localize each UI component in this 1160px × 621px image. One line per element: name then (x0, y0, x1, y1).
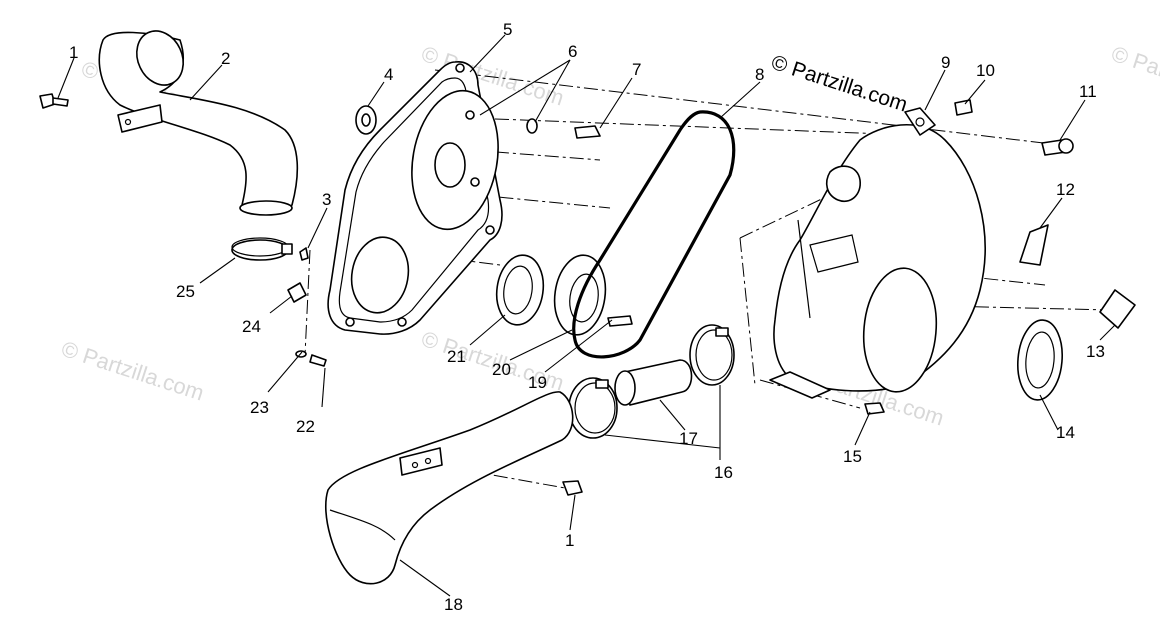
callout-2: 2 (221, 49, 230, 68)
upper-duct (98, 30, 299, 216)
flange-20 (553, 254, 633, 336)
callout-18: 18 (444, 595, 463, 614)
callout-11: 11 (1079, 82, 1097, 101)
callout-14: 14 (1056, 423, 1075, 442)
callout-4: 4 (384, 65, 393, 84)
clamp-16b (568, 377, 618, 439)
decal-12 (1019, 224, 1049, 266)
belt-8 (572, 110, 736, 359)
washer-4 (355, 105, 377, 135)
callout-22: 22 (296, 417, 315, 436)
callout-15: 15 (843, 447, 862, 466)
callout-9: 9 (941, 53, 950, 72)
washer-6 (526, 118, 538, 134)
callout-25: 25 (176, 282, 195, 301)
bolt-1 (39, 93, 69, 109)
callout-3: 3 (322, 190, 331, 209)
outer-cover (769, 107, 986, 399)
callout-13: 13 (1086, 342, 1105, 361)
callout-17: 17 (679, 429, 698, 448)
watermark: © Partzilla.com (1108, 41, 1160, 111)
lower-duct-18 (324, 391, 574, 585)
callout-10: 10 (976, 61, 995, 80)
bolt-1-lower (562, 480, 583, 496)
clamp-16a (689, 324, 735, 386)
decal-10 (954, 99, 973, 116)
bolt-7 (574, 125, 601, 139)
callout-20: 20 (492, 360, 511, 379)
bolt-15 (864, 402, 885, 415)
callout-16: 16 (714, 463, 733, 482)
leader-lines (57, 34, 1116, 597)
copyright-text: © Partzilla.com (768, 51, 910, 117)
callouts: 1 2 3 4 5 6 7 8 9 10 11 12 13 14 15 16 1… (69, 20, 1105, 614)
disc-14 (1017, 319, 1063, 401)
bolt-11 (1041, 138, 1074, 156)
callout-24: 24 (242, 317, 261, 336)
callout-21: 21 (447, 347, 466, 366)
callout-12: 12 (1056, 180, 1075, 199)
watermarks: © Partzilla.com © Partzilla.com © Partzi… (58, 41, 1160, 431)
callout-1: 1 (69, 43, 78, 62)
callout-6: 6 (568, 42, 577, 61)
watermark: © Partzilla.com (58, 336, 207, 406)
callout-8: 8 (755, 65, 764, 84)
callout-19: 19 (528, 373, 547, 392)
sleeve-17 (614, 359, 693, 406)
callout-5: 5 (503, 20, 512, 39)
callout-23: 23 (250, 398, 269, 417)
seal-21 (495, 254, 545, 326)
hose-clamp-25 (231, 237, 293, 261)
callout-1-lower: 1 (565, 531, 574, 550)
callout-7: 7 (632, 60, 641, 79)
decal-13 (1099, 289, 1136, 329)
inner-cover-5 (327, 61, 503, 335)
